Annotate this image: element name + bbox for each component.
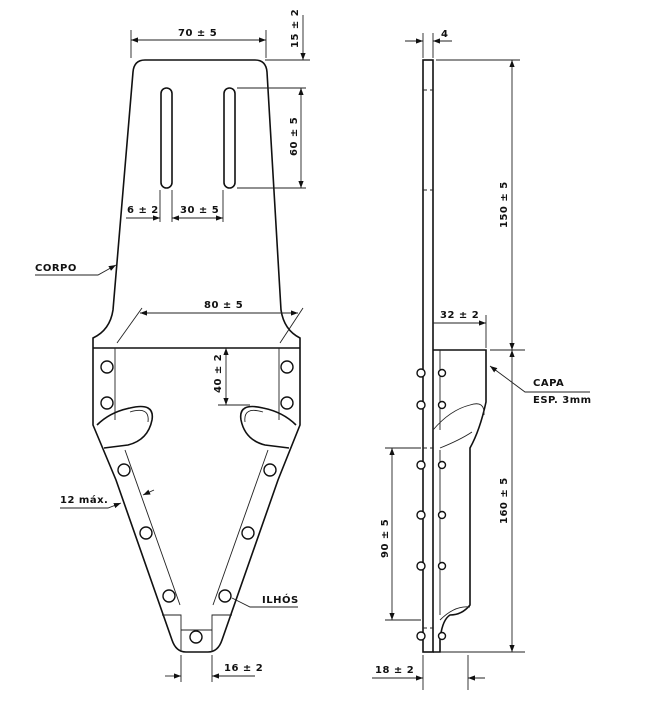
eyelets	[100, 360, 294, 644]
right-diagonal-seam	[212, 449, 269, 606]
left-slot	[160, 87, 173, 189]
dim-upper-length: 150 ± 5	[499, 181, 510, 228]
right-slot	[223, 87, 236, 189]
dim-eyelet-span: 90 ± 5	[380, 519, 391, 558]
dimensions-side: 4 150 ± 5 160 ± 5 32 ± 2 CAPA ESP. 3mm 9…	[372, 29, 592, 690]
dim-width-lower: 80 ± 5	[204, 300, 243, 311]
label-cap-thickness: ESP. 3mm	[533, 395, 592, 406]
dim-top-margin: 15 ± 2	[290, 9, 301, 48]
side-view: 4 150 ± 5 160 ± 5 32 ± 2 CAPA ESP. 3mm 9…	[372, 29, 592, 690]
dim-slot-spacing: 30 ± 5	[180, 205, 219, 216]
eyelet	[189, 630, 203, 644]
left-hook	[96, 405, 154, 449]
front-view: 70 ± 5 15 ± 2 60 ± 5 6 ± 2 30 ± 5 CORPO …	[35, 9, 310, 682]
eyelet	[280, 396, 294, 410]
dim-cap-depth: 32 ± 2	[440, 310, 479, 321]
eyelet	[241, 526, 255, 540]
left-diagonal-seam	[124, 449, 181, 606]
body-outline	[92, 59, 301, 653]
cap-profile	[433, 349, 487, 653]
dim-bottom-width: 16 ± 2	[224, 663, 263, 674]
dim-width-top: 70 ± 5	[178, 28, 217, 39]
dim-thickness: 4	[441, 29, 448, 40]
label-body: CORPO	[35, 263, 77, 274]
eyelet	[280, 360, 294, 374]
right-hook	[239, 405, 297, 449]
dim-bottom-depth: 18 ± 2	[375, 665, 414, 676]
eyelet	[100, 396, 114, 410]
body-plate-profile	[422, 59, 434, 653]
side-eyelets	[416, 368, 447, 641]
bottom-notch	[162, 614, 232, 652]
eyelet	[139, 526, 153, 540]
dim-edge-max: 12 máx.	[60, 494, 108, 506]
dim-edge-to-slot: 6 ± 2	[127, 205, 159, 216]
eyelet	[162, 589, 176, 603]
dim-pocket-depth-label: 40 ± 2	[213, 354, 224, 393]
eyelet	[218, 589, 232, 603]
dim-lower-length: 160 ± 5	[499, 477, 510, 524]
label-eyelets: ILHÓS	[262, 593, 299, 606]
dim-slot-length: 60 ± 5	[289, 117, 300, 156]
eyelet	[100, 360, 114, 374]
eyelet	[117, 463, 131, 477]
label-cap: CAPA	[533, 378, 564, 389]
dimensions-front: 70 ± 5 15 ± 2 60 ± 5 6 ± 2 30 ± 5 CORPO …	[35, 9, 310, 682]
eyelet	[263, 463, 277, 477]
